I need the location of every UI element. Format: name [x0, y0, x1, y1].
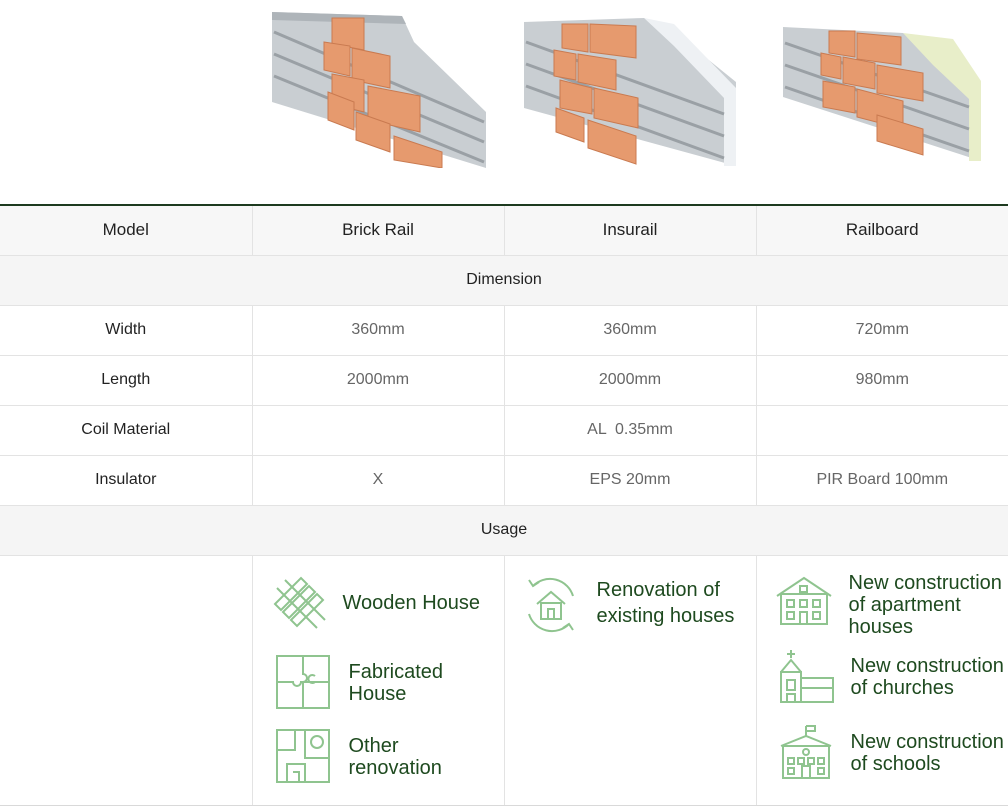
apartment-icon — [775, 576, 833, 634]
section-dimension: Dimension — [0, 254, 1008, 306]
usage-item: New construction of churches — [777, 648, 1008, 706]
floor-plan-icon — [275, 728, 333, 786]
insurail-product-image — [524, 18, 736, 166]
brick-rail-product-image — [272, 12, 486, 168]
cell-brick-rail — [251, 404, 505, 456]
usage-item: Wooden House — [271, 574, 481, 632]
usage-item: Fabricated House — [275, 654, 469, 712]
usage-railboard-cell: New construction of apartment houses New… — [755, 554, 1008, 806]
usage-text: Other renovation — [348, 734, 442, 779]
cell-railboard: 720mm — [755, 304, 1008, 356]
section-usage-row: Usage — [0, 504, 1008, 556]
usage-text: New construction of apartment houses — [848, 571, 1002, 638]
school-icon — [777, 724, 835, 782]
table-row-insulator: Insulator X EPS 20mm PIR Board 100mm — [0, 454, 1008, 506]
puzzle-icon — [275, 654, 333, 712]
spec-table: Model Brick Rail Insurail Railboard Dime… — [0, 204, 1008, 806]
cell-railboard — [755, 404, 1008, 456]
header-model: Model — [0, 204, 253, 256]
cell-insurail: 2000mm — [503, 354, 757, 406]
usage-empty-cell — [0, 554, 253, 806]
table-row-length: Length 2000mm 2000mm 980mm — [0, 354, 1008, 406]
usage-item: Renovation of existing houses — [523, 574, 747, 632]
cell-insurail: 360mm — [503, 304, 757, 356]
product-images-row — [0, 0, 1008, 205]
section-usage: Usage — [0, 504, 1008, 556]
table-header-row: Model Brick Rail Insurail Railboard — [0, 204, 1008, 256]
cell-brick-rail: X — [251, 454, 505, 506]
usage-text: New construction of churches — [850, 654, 1004, 699]
usage-insurail-cell: Renovation of existing houses — [503, 554, 757, 806]
railboard-product-image — [783, 25, 981, 161]
usage-item: Other renovation — [275, 728, 469, 786]
header-railboard: Railboard — [755, 204, 1008, 256]
table-row-width: Width 360mm 360mm 720mm — [0, 304, 1008, 356]
table-row-coil-material: Coil Material AL 0.35mm — [0, 404, 1008, 456]
usage-row: Wooden House Fabricated House — [0, 554, 1008, 806]
usage-item: New construction of schools — [777, 724, 1008, 782]
wooden-house-icon — [271, 574, 329, 632]
row-label: Width — [0, 304, 253, 356]
church-icon — [777, 648, 835, 706]
row-label: Insulator — [0, 454, 253, 506]
cell-insurail: EPS 20mm — [503, 454, 757, 506]
usage-item: New construction of apartment houses — [775, 572, 1008, 638]
usage-text: New construction of schools — [850, 730, 1004, 775]
section-dimension-row: Dimension — [0, 254, 1008, 306]
cell-brick-rail: 2000mm — [251, 354, 505, 406]
cell-railboard: 980mm — [755, 354, 1008, 406]
cell-railboard: PIR Board 100mm — [755, 454, 1008, 506]
usage-text: Wooden House — [342, 591, 481, 614]
usage-brick-rail-cell: Wooden House Fabricated House — [251, 554, 505, 806]
row-label: Length — [0, 354, 253, 406]
usage-text: Fabricated House — [348, 660, 444, 705]
usage-text: Renovation of existing houses — [596, 578, 735, 627]
cell-brick-rail: 360mm — [251, 304, 505, 356]
cell-insurail: AL 0.35mm — [503, 404, 757, 456]
row-label: Coil Material — [0, 404, 253, 456]
header-insurail: Insurail — [503, 204, 757, 256]
header-brick-rail: Brick Rail — [251, 204, 505, 256]
renovation-house-icon — [523, 574, 581, 632]
